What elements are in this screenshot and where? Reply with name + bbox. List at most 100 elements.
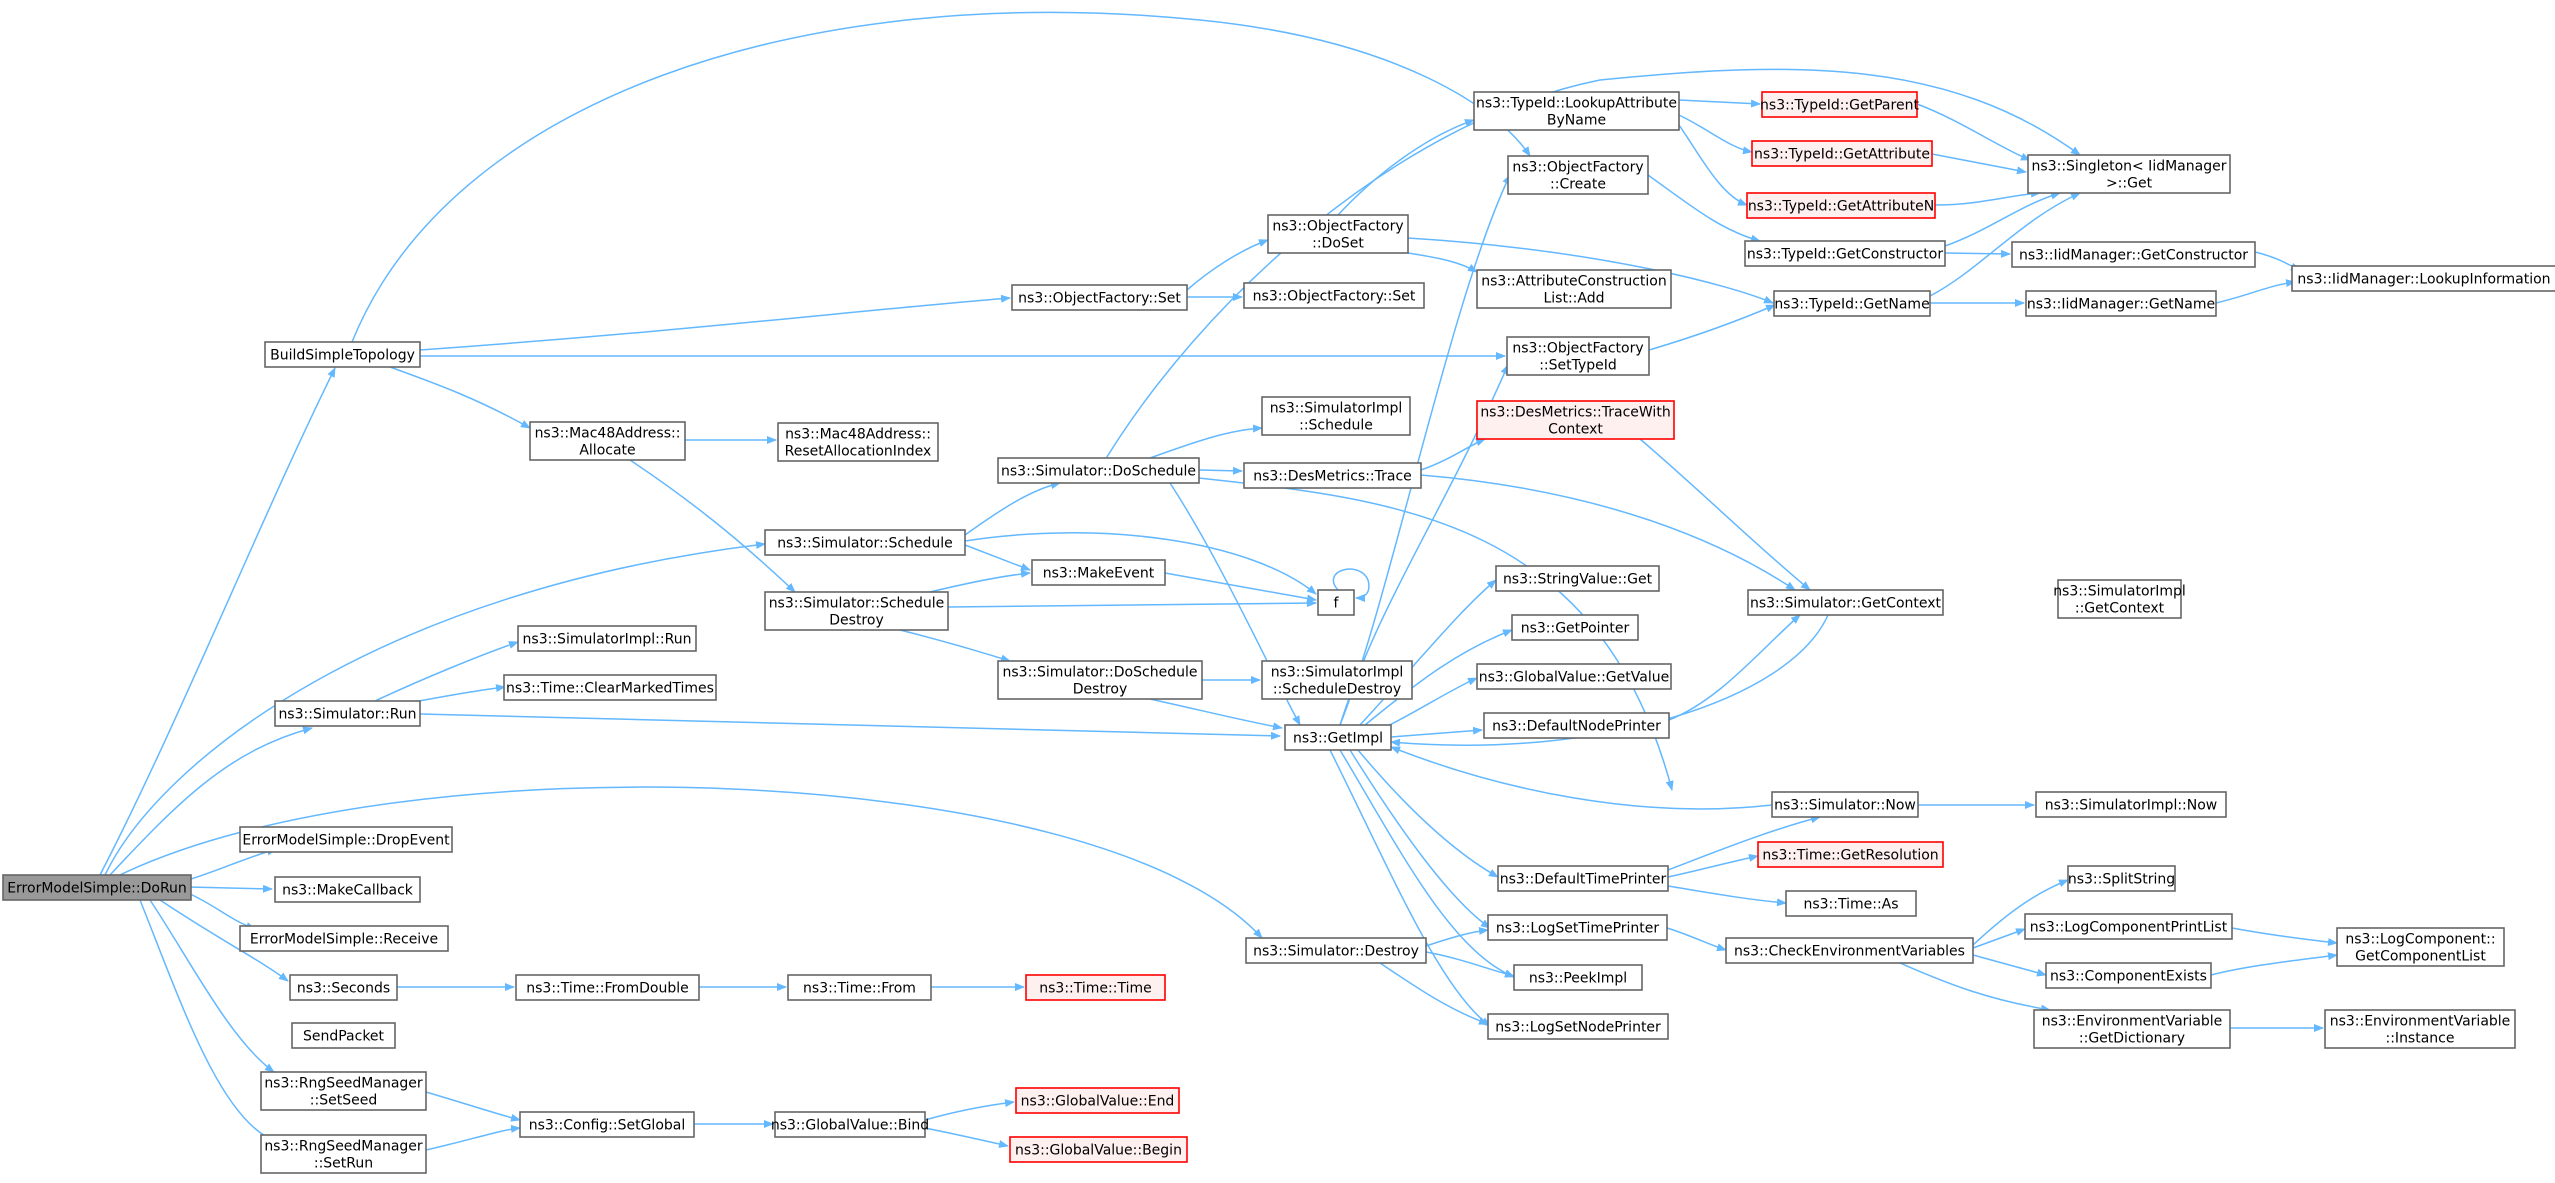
node-label: List::Add — [1543, 291, 1604, 307]
node-label: BuildSimpleTopology — [270, 348, 415, 364]
node-gvbegin[interactable]: ns3::GlobalValue::Begin — [1009, 1136, 1188, 1163]
node-iidgetname[interactable]: ns3::IidManager::GetName — [2025, 290, 2217, 317]
node-peekimpl[interactable]: ns3::PeekImpl — [1513, 964, 1643, 991]
node-settypeid[interactable]: ns3::ObjectFactory::SetTypeId — [1506, 336, 1650, 376]
call-edge — [1678, 124, 1748, 206]
node-ofset2[interactable]: ns3::ObjectFactory::Set — [1243, 282, 1425, 309]
node-gvend[interactable]: ns3::GlobalValue::End — [1015, 1087, 1180, 1114]
node-stringget[interactable]: ns3::StringValue::Get — [1495, 565, 1660, 592]
node-box — [2, 874, 192, 901]
node-label: ::Instance — [2386, 1031, 2455, 1047]
node-getres[interactable]: ns3::Time::GetResolution — [1757, 841, 1944, 868]
node-gvbind[interactable]: ns3::GlobalValue::Bind — [771, 1111, 929, 1138]
node-timeas[interactable]: ns3::Time::As — [1785, 890, 1917, 917]
node-seconds[interactable]: ns3::Seconds — [289, 974, 398, 1001]
node-envgetdict[interactable]: ns3::EnvironmentVariable::GetDictionary — [2033, 1009, 2231, 1049]
node-simimplsched[interactable]: ns3::SimulatorImpl::Schedule — [1261, 396, 1411, 436]
node-fromdouble[interactable]: ns3::Time::FromDouble — [515, 974, 700, 1001]
call-edge — [929, 569, 1031, 593]
node-label: ns3::DefaultNodePrinter — [1492, 719, 1661, 735]
call-edge — [1916, 103, 2031, 161]
node-singleton[interactable]: ns3::Singleton< IidManager>::Get — [2027, 154, 2231, 194]
node-schdestroy[interactable]: ns3::Simulator::ScheduleDestroy — [764, 591, 949, 631]
node-ofdoset[interactable]: ns3::ObjectFactory::DoSet — [1267, 214, 1409, 254]
node-dosched[interactable]: ns3::Simulator::DoSchedule — [997, 457, 1200, 484]
node-label: ns3::Simulator::GetContext — [1750, 596, 1942, 612]
node-receive[interactable]: ErrorModelSimple::Receive — [239, 925, 449, 952]
call-edge — [187, 847, 277, 881]
node-f[interactable]: f — [1317, 589, 1355, 616]
node-setglobal[interactable]: ns3::Config::SetGlobal — [519, 1111, 695, 1138]
node-box — [1506, 336, 1650, 376]
node-label: ns3::ComponentExists — [2050, 969, 2207, 985]
node-label: ::ScheduleDestroy — [1273, 682, 1401, 698]
node-label: Allocate — [579, 443, 635, 459]
node-getimpl[interactable]: ns3::GetImpl — [1284, 724, 1392, 751]
node-lookupinfo[interactable]: ns3::IidManager::LookupInformation — [2291, 265, 2555, 292]
node-makeevent[interactable]: ns3::MakeEvent — [1031, 559, 1166, 586]
node-implgetctx[interactable]: ns3::SimulatorImpl::GetContext — [2053, 579, 2186, 619]
node-ofset[interactable]: ns3::ObjectFactory::Set — [1011, 284, 1188, 311]
node-getpointer[interactable]: ns3::GetPointer — [1511, 614, 1639, 641]
node-gvgetvalue[interactable]: ns3::GlobalValue::GetValue — [1476, 663, 1672, 690]
node-box — [1284, 724, 1392, 751]
node-getctor[interactable]: ns3::TypeId::GetConstructor — [1744, 240, 1946, 267]
node-root[interactable]: ErrorModelSimple::DoRun — [2, 874, 192, 901]
node-sendpacket[interactable]: SendPacket — [291, 1022, 396, 1049]
node-getattr[interactable]: ns3::TypeId::GetAttribute — [1751, 140, 1933, 167]
node-makecallback[interactable]: ns3::MakeCallback — [274, 876, 421, 903]
node-label: ::SetTypeId — [1539, 358, 1617, 374]
call-edge — [1186, 239, 1269, 291]
node-simrun[interactable]: ns3::Simulator::Run — [274, 700, 421, 727]
call-edge — [1667, 853, 1759, 878]
node-setseed[interactable]: ns3::RngSeedManager::SetSeed — [260, 1071, 427, 1111]
call-edge — [109, 726, 313, 876]
node-mac48reset[interactable]: ns3::Mac48Address::ResetAllocationIndex — [777, 422, 939, 462]
node-checkenv[interactable]: ns3::CheckEnvironmentVariables — [1725, 937, 1974, 964]
node-clearmarked[interactable]: ns3::Time::ClearMarkedTimes — [503, 674, 717, 701]
node-iidgetctor[interactable]: ns3::IidManager::GetConstructor — [2011, 241, 2256, 268]
node-label: ::Schedule — [1299, 418, 1373, 434]
call-edge — [1390, 746, 1773, 810]
node-implnow[interactable]: ns3::SimulatorImpl::Now — [2035, 791, 2227, 818]
node-logsettimeprinter[interactable]: ns3::LogSetTimePrinter — [1487, 914, 1668, 941]
call-edge — [1407, 237, 1774, 304]
node-ofcreate[interactable]: ns3::ObjectFactory::Create — [1507, 155, 1649, 195]
node-timetime[interactable]: ns3::Time::Time — [1025, 974, 1166, 1001]
node-label: ns3::Time::GetResolution — [1762, 848, 1938, 864]
node-getcontext[interactable]: ns3::Simulator::GetContext — [1747, 589, 1944, 616]
node-box — [1015, 1087, 1180, 1114]
node-logsetnodeprinter[interactable]: ns3::LogSetNodePrinter — [1487, 1013, 1669, 1040]
node-envinstance[interactable]: ns3::EnvironmentVariable::Instance — [2324, 1009, 2516, 1049]
node-logcomplist[interactable]: ns3::LogComponent::GetComponentList — [2336, 927, 2505, 967]
node-simdestroy[interactable]: ns3::Simulator::Destroy — [1245, 937, 1427, 964]
node-compexists[interactable]: ns3::ComponentExists — [2045, 962, 2212, 989]
node-simsched[interactable]: ns3::Simulator::Schedule — [764, 529, 966, 556]
node-getname[interactable]: ns3::TypeId::GetName — [1773, 290, 1931, 317]
node-setrun[interactable]: ns3::RngSeedManager::SetRun — [260, 1134, 427, 1174]
node-splitstring[interactable]: ns3::SplitString — [2067, 865, 2176, 892]
node-timefrom[interactable]: ns3::Time::From — [787, 974, 932, 1001]
call-edge — [2215, 279, 2296, 304]
node-label: ns3::EnvironmentVariable — [2330, 1014, 2511, 1030]
node-mac48alloc[interactable]: ns3::Mac48Address::Allocate — [529, 421, 686, 461]
node-box — [1746, 192, 1936, 219]
node-box — [291, 1022, 396, 1049]
node-bst[interactable]: BuildSimpleTopology — [264, 341, 421, 368]
node-defnodeprinter[interactable]: ns3::DefaultNodePrinter — [1483, 712, 1670, 739]
node-simimplschdestroy[interactable]: ns3::SimulatorImpl::ScheduleDestroy — [1261, 660, 1413, 700]
node-label: ::SetRun — [314, 1156, 373, 1172]
node-logcompprintlist[interactable]: ns3::LogComponentPrintList — [2024, 913, 2233, 940]
node-simnow[interactable]: ns3::Simulator::Now — [1771, 791, 1919, 818]
node-trace[interactable]: ns3::DesMetrics::Trace — [1243, 462, 1422, 489]
node-deftimeprinter[interactable]: ns3::DefaultTimePrinter — [1497, 865, 1669, 892]
node-getparent[interactable]: ns3::TypeId::GetParent — [1760, 91, 1919, 118]
node-dropevent[interactable]: ErrorModelSimple::DropEvent — [239, 826, 453, 853]
node-box — [1261, 660, 1413, 700]
node-simimplrun[interactable]: ns3::SimulatorImpl::Run — [517, 625, 697, 652]
node-getattrn[interactable]: ns3::TypeId::GetAttributeN — [1746, 192, 1936, 219]
